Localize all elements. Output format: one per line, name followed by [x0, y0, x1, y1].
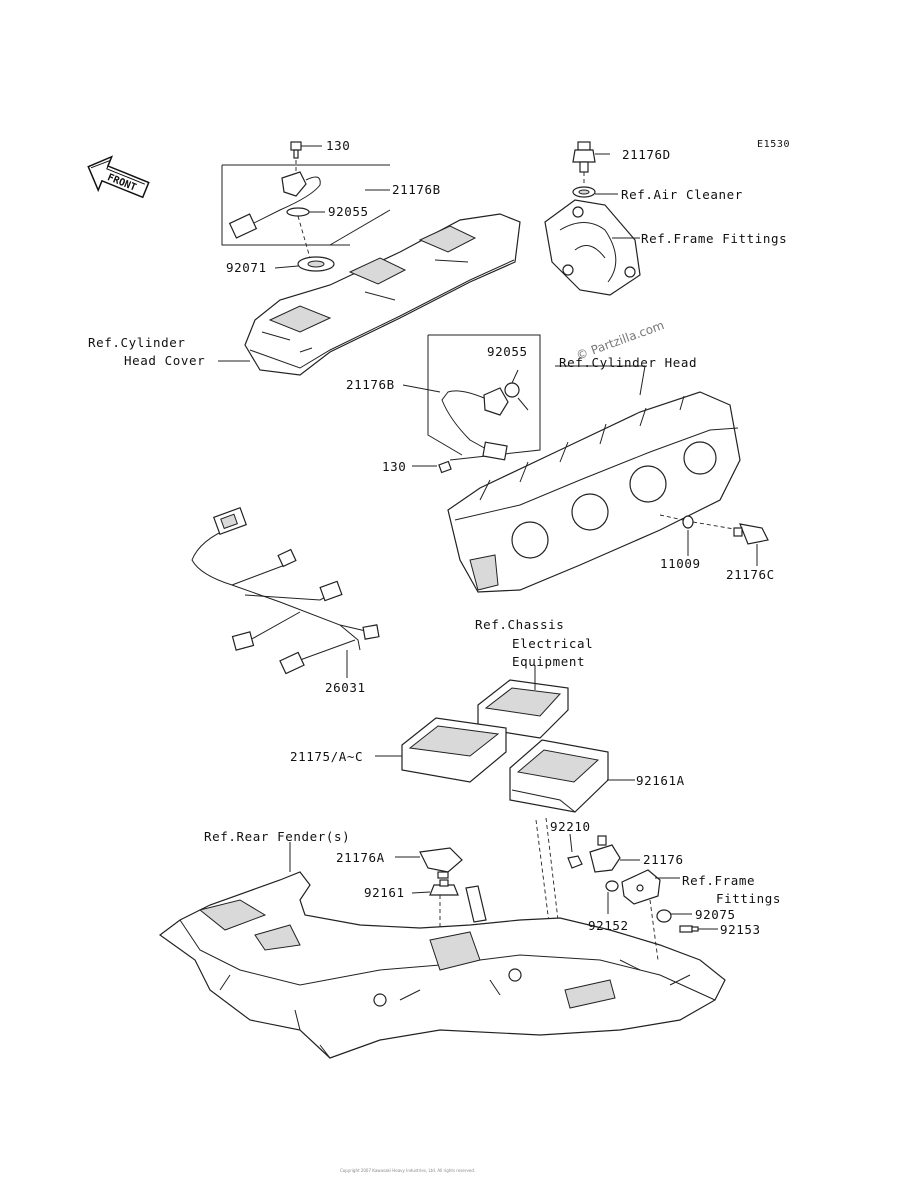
label-26031: 26031 — [325, 680, 366, 695]
label-ref-air-cleaner: Ref.Air Cleaner — [621, 187, 743, 202]
label-92161A: 92161A — [636, 773, 685, 788]
ecu-chassis-electrical — [477, 679, 569, 739]
label-92055-mid: 92055 — [487, 344, 528, 359]
grommet-92161 — [429, 879, 459, 896]
sensor-21176B-mid — [441, 387, 509, 461]
label-ref-cylinder-head: Ref.Cylinder Head — [559, 355, 697, 370]
air-cleaner-housing — [544, 199, 641, 296]
label-ref-rear-fender: Ref.Rear Fender(s) — [204, 829, 350, 844]
label-21176: 21176 — [643, 852, 684, 867]
label-92075: 92075 — [695, 907, 736, 922]
front-arrow-icon: FRONT — [87, 155, 150, 199]
sensor-21176B-top — [228, 171, 321, 239]
label-92071: 92071 — [226, 260, 267, 275]
label-21176B-top: 21176B — [392, 182, 441, 197]
ecu-21175 — [401, 717, 507, 783]
label-21176B-mid: 21176B — [346, 377, 395, 392]
o-ring-92055-top — [286, 207, 310, 217]
wiring-harness-26031 — [191, 506, 380, 675]
label-21176C: 21176C — [726, 567, 775, 582]
washer-11009 — [682, 515, 694, 529]
label-92210: 92210 — [550, 819, 591, 834]
label-ref-chassis-3: Equipment — [512, 654, 585, 669]
diagram-code: E1530 — [757, 139, 790, 150]
damper-92075 — [656, 909, 672, 923]
label-92161: 92161 — [364, 885, 405, 900]
label-ref-chassis-2: Electrical — [512, 636, 593, 651]
bolt-130-mid — [438, 460, 452, 474]
label-ref-cylinder-head-cover-1: Ref.Cylinder — [88, 335, 186, 350]
footer-copyright: Copyright 2007 Kawasaki Heavy Industries… — [340, 1168, 475, 1173]
o-ring-92055-mid — [504, 382, 520, 398]
label-21176A: 21176A — [336, 850, 385, 865]
sensor-21176D — [572, 141, 596, 173]
ecu-bracket-92161A — [509, 739, 609, 813]
label-ref-chassis-1: Ref.Chassis — [475, 617, 564, 632]
sensor-21176A — [419, 847, 463, 879]
label-92153: 92153 — [720, 922, 761, 937]
sensor-21176 — [589, 835, 621, 873]
label-ref-frame-fittings-bot-2: Fittings — [716, 891, 781, 906]
grommet-92071 — [297, 256, 335, 272]
bolt-130-top — [290, 141, 302, 159]
bracket-frame-fittings — [621, 869, 661, 905]
label-130-top: 130 — [326, 138, 350, 153]
grommet-air-cleaner — [572, 186, 596, 198]
label-ref-frame-fittings-top: Ref.Frame Fittings — [641, 231, 787, 246]
nut-92210 — [567, 855, 583, 869]
label-ref-frame-fittings-bot-1: Ref.Frame — [682, 873, 755, 888]
label-21175: 21175/A~C — [290, 749, 363, 764]
sensor-21176C — [733, 523, 769, 545]
label-ref-cylinder-head-cover-2: Head Cover — [124, 353, 205, 368]
label-92152: 92152 — [588, 918, 629, 933]
rear-fender-tray — [158, 871, 726, 1059]
label-21176D: 21176D — [622, 147, 671, 162]
cylinder-head — [447, 391, 741, 593]
label-92055-top: 92055 — [328, 204, 369, 219]
label-130-mid: 130 — [382, 459, 406, 474]
bolt-92153 — [679, 925, 699, 933]
collar-92152 — [605, 880, 619, 892]
label-11009: 11009 — [660, 556, 701, 571]
cylinder-head-cover — [244, 213, 521, 376]
